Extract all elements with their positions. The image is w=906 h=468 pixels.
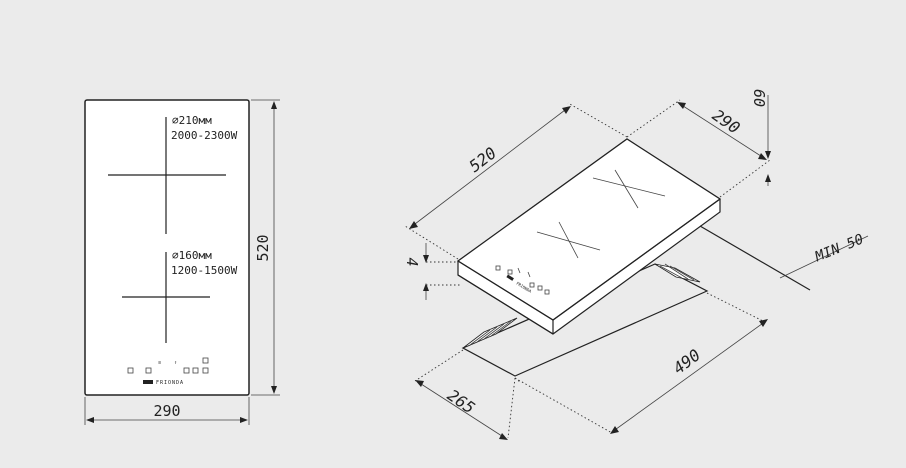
control-symbol: ≡ <box>158 360 161 366</box>
brand-logo-icon <box>143 380 153 384</box>
front-view: ∅210мм 2000-2300W ∅160мм 1200-1500W ≡ ↑ … <box>84 99 280 425</box>
extension-line <box>567 102 628 138</box>
iso-cutout-length-label: 490 <box>669 345 704 378</box>
arrow-icon <box>271 101 277 109</box>
arrow-icon <box>240 417 248 423</box>
timer-key-icon <box>192 367 199 374</box>
plus-key-icon <box>183 367 190 374</box>
iso-zone-large-line <box>592 177 666 197</box>
zone-large-diameter: ∅210мм <box>172 114 212 127</box>
arrow-icon <box>562 106 571 114</box>
front-width-label: 290 <box>153 402 180 420</box>
iso-view: FRIONDA 520 290 60 4 MIN 50 <box>403 89 869 440</box>
cutout-length-dimension-line <box>611 320 767 433</box>
arrow-icon <box>765 151 771 159</box>
arrow-icon <box>677 102 686 109</box>
arrow-icon <box>499 433 508 440</box>
arrow-icon <box>423 283 429 291</box>
iso-width-label: 290 <box>709 105 744 137</box>
width-dimension-line <box>679 103 765 159</box>
power-key-icon <box>127 367 134 374</box>
extension-line <box>719 159 771 198</box>
zone-large-power: 2000-2300W <box>171 129 238 142</box>
cutout-wall-right <box>654 263 701 283</box>
arrow-icon <box>423 255 429 263</box>
lock-key-icon <box>202 367 209 374</box>
iso-thickness-label: 4 <box>403 257 421 266</box>
arrow-icon <box>271 386 277 394</box>
iso-length-label: 520 <box>465 143 500 176</box>
minus-key-icon <box>145 367 152 374</box>
cutout-wall-left <box>462 317 518 349</box>
arrow-icon <box>409 221 418 229</box>
extension-line <box>414 349 464 382</box>
iso-zone-large-line <box>614 169 639 209</box>
extension-line <box>404 225 459 260</box>
extension-line <box>514 377 613 434</box>
front-height-label: 520 <box>254 234 272 261</box>
arrow-icon <box>759 319 768 327</box>
control-key <box>202 357 209 364</box>
arrow-icon <box>610 426 619 434</box>
arrow-icon <box>415 380 424 387</box>
cutout-width-dimension-line <box>417 381 506 439</box>
iso-depth-label: 60 <box>750 89 768 107</box>
extension-line <box>507 377 516 439</box>
extension-line <box>626 99 681 138</box>
cooktop-panel <box>84 99 250 396</box>
iso-cutout-width-label: 265 <box>444 385 479 417</box>
iso-zone-small-line <box>558 221 579 259</box>
clearance-leader <box>779 235 869 279</box>
iso-clearance-label: MIN 50 <box>812 231 866 265</box>
zone-small-power: 1200-1500W <box>171 264 238 277</box>
brand-name: FRIONDA <box>156 380 184 386</box>
zone-small-diameter: ∅160мм <box>172 249 212 262</box>
control-symbol: ↑ <box>174 360 177 366</box>
length-dimension-line <box>410 106 570 228</box>
arrow-icon <box>86 417 94 423</box>
arrow-icon <box>758 153 767 160</box>
control-panel: ≡ ↑ FRIONDA <box>127 357 209 386</box>
arrow-icon <box>765 174 771 182</box>
clearance-line <box>699 225 811 291</box>
extension-line <box>706 292 766 323</box>
iso-zone-small-line <box>536 231 601 251</box>
